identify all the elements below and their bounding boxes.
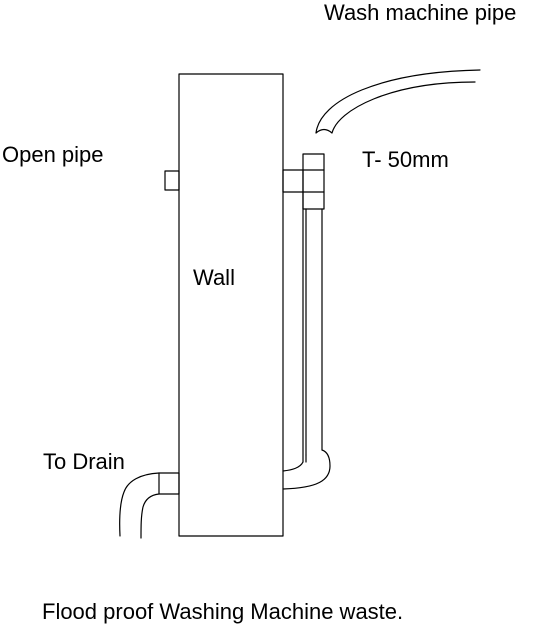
wall-pipe-right <box>282 169 304 193</box>
open-pipe <box>164 170 180 191</box>
t-piece <box>302 153 325 210</box>
caption: Flood proof Washing Machine waste. <box>42 599 403 624</box>
wall <box>178 73 284 537</box>
open-pipe-label: Open pipe <box>2 142 104 167</box>
drain-pipe-through-wall <box>158 472 180 495</box>
t-50mm-label: T- 50mm <box>362 147 449 172</box>
wash-machine-hose <box>315 69 481 134</box>
drain-pipe <box>119 472 160 539</box>
wash-machine-pipe-label: Wash machine pipe <box>324 0 516 25</box>
wall-label: Wall <box>193 265 235 290</box>
to-drain-label: To Drain <box>43 449 125 474</box>
lower-bend-pipe <box>282 449 331 490</box>
